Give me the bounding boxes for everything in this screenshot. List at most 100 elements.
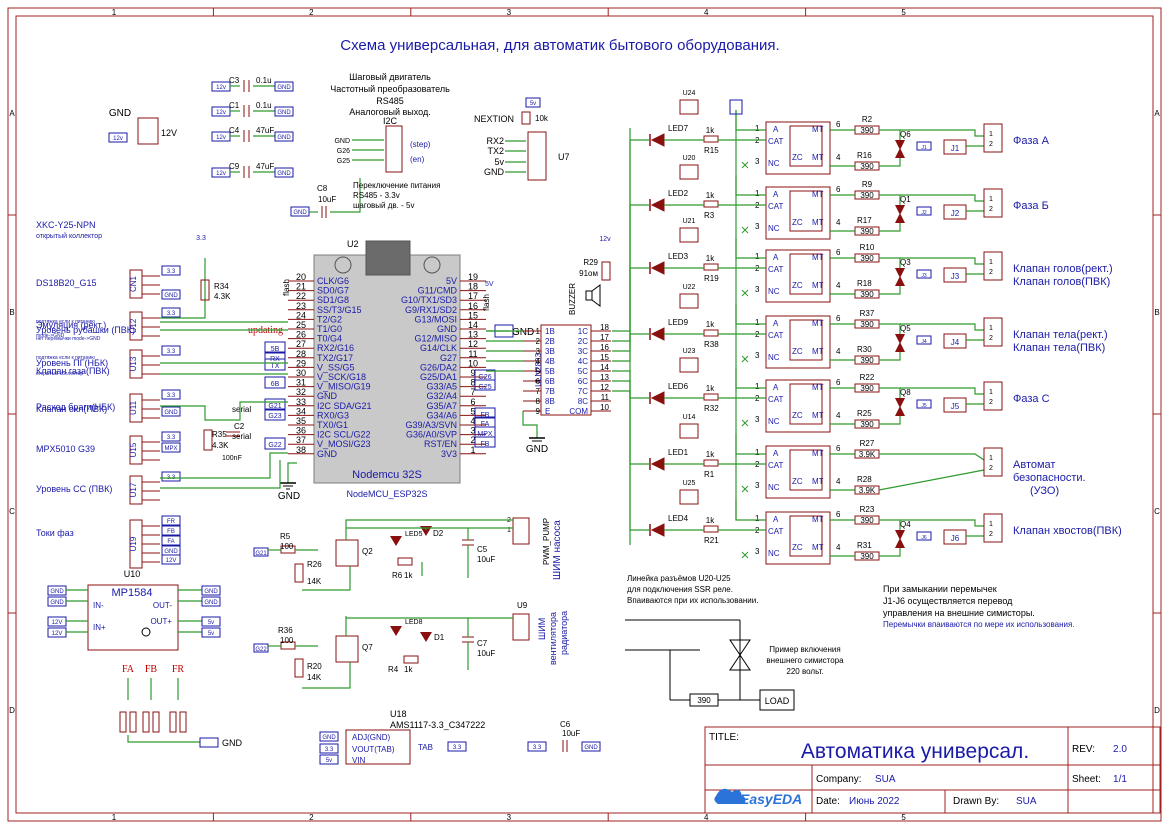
led8-icon	[390, 626, 402, 636]
phase-label2: Клапан тела(ПВК)	[1013, 342, 1105, 354]
gnd-label: GND	[526, 444, 548, 455]
resistor-ref: R18	[857, 279, 872, 288]
opto-box	[765, 249, 831, 303]
frame-col-label: 2	[309, 813, 314, 822]
uln-pin-label: 5B	[545, 367, 555, 376]
resistor	[142, 711, 150, 733]
out-connector	[983, 317, 1003, 347]
opto-pin-mt: MT	[812, 515, 824, 524]
u2-pin-label: TX0/G1	[317, 420, 348, 430]
tb-company-label: Company:	[816, 774, 862, 785]
jumper-ref: J3	[951, 272, 960, 281]
opto-pin-num: 3	[755, 547, 760, 556]
resistor	[703, 200, 719, 208]
out-pin: 2	[989, 335, 993, 342]
triac-icon	[895, 276, 905, 286]
netflag-text: GND	[50, 600, 64, 606]
u2-pin-label: G14/CLK	[420, 343, 457, 353]
flash-label: flash	[482, 294, 491, 311]
u2-pin-number: 12	[468, 339, 478, 349]
triac-icon	[895, 268, 905, 278]
title-block	[704, 726, 1161, 814]
netflag-text: GND	[277, 85, 291, 91]
u2-pin-number: 34	[296, 406, 306, 416]
mp1584-body	[87, 584, 179, 651]
netflag-text: GND	[204, 589, 218, 595]
netflag-text: J6	[921, 535, 927, 541]
opto-pin-cat: CAT	[768, 137, 784, 146]
example-note: 220 вольт.	[786, 667, 823, 676]
resistor-ref: R23	[860, 505, 875, 514]
mosfet	[335, 635, 359, 663]
tb-date: Июнь 2022	[849, 796, 900, 807]
fan-text: ШИМ	[537, 618, 547, 640]
jumper-box	[943, 139, 967, 155]
opto-pin-num: 1	[755, 318, 760, 327]
netflag	[916, 399, 932, 409]
example-note: внешнего симистора	[766, 656, 844, 665]
netflag-text: GND	[293, 210, 307, 216]
out-connector	[983, 381, 1003, 411]
u2-pin-label: T2/G2	[317, 314, 342, 324]
net-text: G25	[337, 158, 350, 165]
c5-value: 10uF	[477, 555, 495, 564]
opto-pin-zc: ZC	[792, 281, 803, 290]
resistor-ref: R27	[860, 439, 875, 448]
out-pin: 1	[989, 521, 993, 528]
triac-net	[879, 257, 901, 268]
led-ref: LED4	[668, 514, 689, 523]
out-net	[900, 257, 984, 265]
u2-pin-number: 27	[296, 339, 306, 349]
netflag-text: 12v	[216, 135, 226, 141]
opto-box	[765, 511, 831, 565]
opto-pin-num: 1	[755, 124, 760, 133]
resistor	[703, 459, 719, 467]
connector-desc: Токи фаз	[36, 528, 74, 538]
netflag	[264, 437, 286, 450]
uln-pin-label: 1B	[545, 327, 555, 336]
opto-pin-zc: ZC	[792, 477, 803, 486]
resistor	[403, 655, 419, 664]
resistor-value: 3.9K	[859, 450, 876, 459]
jumper-box	[943, 397, 967, 413]
opto-inner	[789, 383, 823, 425]
netflag	[916, 206, 932, 216]
uln-pin-number: 5	[536, 367, 541, 376]
netflag-text: GND	[277, 171, 291, 177]
u10-ref: U10	[124, 569, 141, 579]
u2-pin-label: G11/CMD	[418, 286, 458, 296]
uln-label: ULN2803	[534, 353, 543, 387]
frame-col-label: 1	[112, 813, 117, 822]
ssr-header	[679, 164, 699, 180]
jumper-note: При замыкании перемычек	[883, 584, 997, 594]
tb-sheet-label: Sheet:	[1072, 774, 1101, 785]
cap-ref: C4	[229, 126, 240, 135]
led-ref: LED1	[668, 448, 689, 457]
triac-ref: Q5	[900, 324, 911, 333]
uln-pin-label: 8C	[578, 397, 588, 406]
u2-pin-label: V_SCK/G18	[317, 372, 366, 382]
u2-pin-label: RX0/G3	[317, 410, 349, 420]
opto-pin-num: 3	[755, 351, 760, 360]
netflag-text: FA	[481, 421, 490, 428]
netflag	[161, 345, 181, 356]
resistor-ref: R15	[704, 146, 719, 155]
net-text: GND	[334, 138, 350, 145]
netflag	[253, 547, 269, 557]
uln-pin-number: 18	[600, 323, 609, 332]
ssr-header	[679, 99, 699, 115]
opto-pin-a: A	[773, 515, 779, 524]
triac-icon	[895, 334, 905, 344]
netflag-text: 3.3	[453, 745, 462, 751]
netflag-text: 3.3	[167, 269, 176, 275]
serial-label: serial	[232, 405, 251, 414]
connector-body	[129, 393, 143, 423]
u2-pin-number: 38	[296, 445, 306, 455]
c2-value: 100nF	[222, 455, 242, 462]
frame-row-label: C	[9, 507, 15, 516]
out-net	[879, 453, 985, 461]
triac-net	[879, 323, 901, 334]
u2-pin-label: G32/A4	[426, 391, 457, 401]
out-connector	[983, 513, 1003, 543]
